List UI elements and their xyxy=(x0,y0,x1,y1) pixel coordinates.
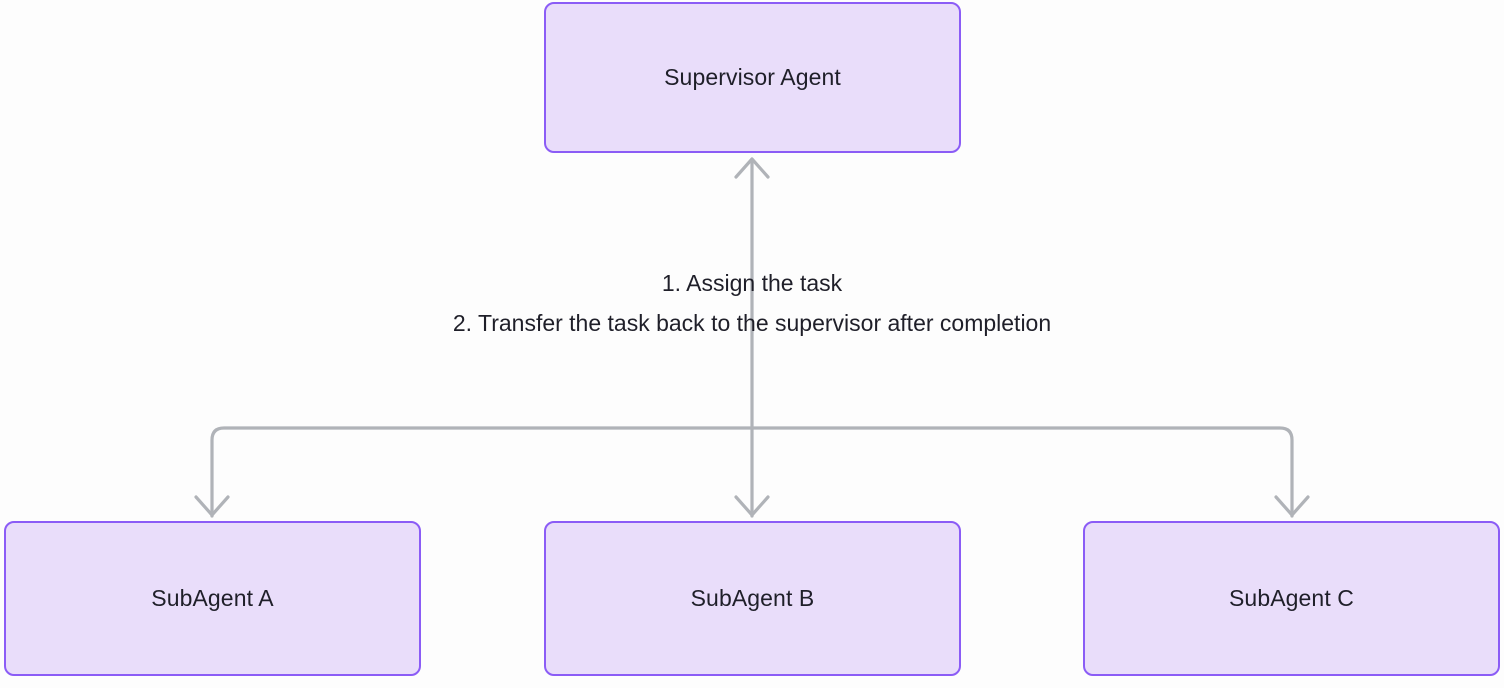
arrow-down-icon-c xyxy=(1274,495,1310,517)
edge-label-assign-task: 1. Assign the task xyxy=(661,270,843,296)
node-subagent-b[interactable]: SubAgent B xyxy=(544,521,961,676)
branch-bus-line xyxy=(210,426,1294,518)
edge-label-transfer-back: 2. Transfer the task back to the supervi… xyxy=(452,310,1052,336)
node-subagent-b-label: SubAgent B xyxy=(690,584,815,611)
node-supervisor-agent[interactable]: Supervisor Agent xyxy=(544,2,961,153)
arrow-down-icon-a xyxy=(194,495,230,517)
arrow-down-icon-b xyxy=(734,495,770,517)
node-subagent-a[interactable]: SubAgent A xyxy=(4,521,421,676)
node-subagent-a-label: SubAgent A xyxy=(151,584,274,611)
node-subagent-c-label: SubAgent C xyxy=(1228,584,1355,611)
arrow-up-icon xyxy=(734,157,770,179)
node-supervisor-agent-label: Supervisor Agent xyxy=(664,63,841,90)
node-subagent-c[interactable]: SubAgent C xyxy=(1083,521,1500,676)
